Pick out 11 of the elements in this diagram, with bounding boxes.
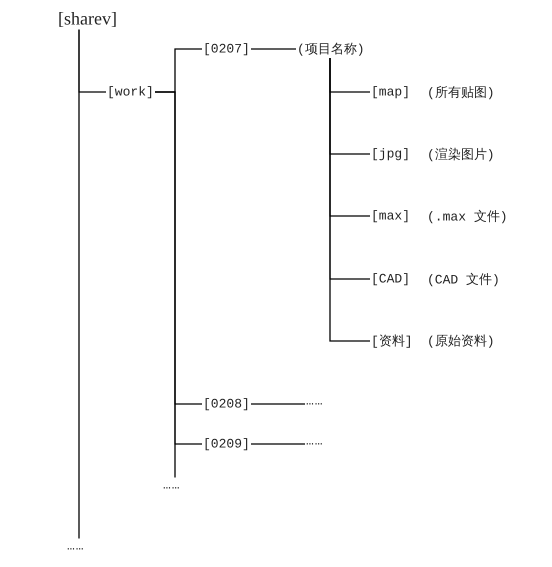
folder-description: (.max 文件): [427, 208, 508, 225]
folder-description: (渲染图片): [427, 146, 495, 163]
folder-description: (CAD 文件): [427, 271, 500, 288]
connector-line: [250, 443, 305, 445]
connector-line: [154, 91, 176, 478]
connector-line: [329, 58, 370, 342]
folder-description: (原始资料): [427, 333, 495, 350]
connector-line: [78, 30, 80, 538]
connector-line: [250, 403, 305, 405]
folder-description: (所有贴图): [427, 84, 495, 101]
connector-line: [250, 48, 296, 50]
